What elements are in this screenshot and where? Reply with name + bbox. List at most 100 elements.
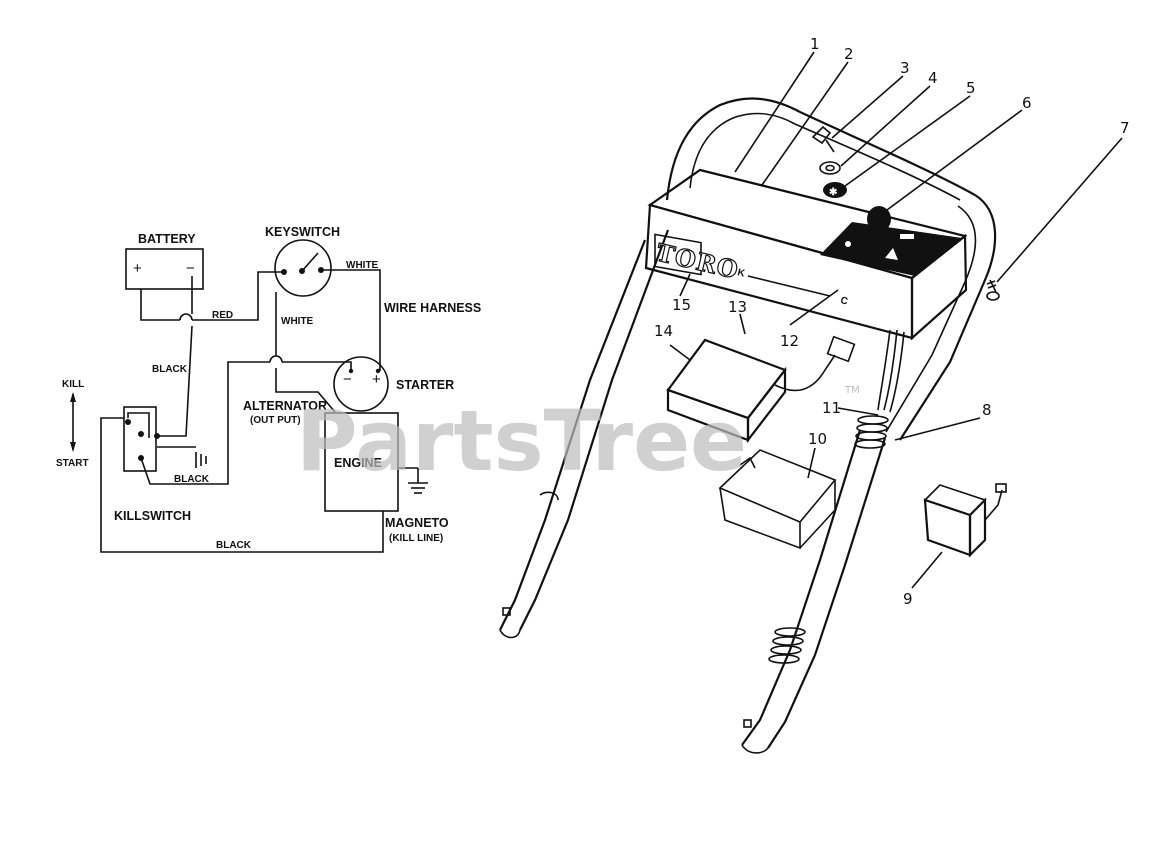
- battery-plus-terminal: +: [133, 260, 142, 277]
- keyswitch-label: KEYSWITCH: [265, 225, 340, 239]
- wire-crossover: [179, 313, 193, 321]
- wire-black-battery: [157, 325, 193, 437]
- handle-loop-outer: [665, 97, 801, 201]
- killswitch-box: [123, 406, 157, 472]
- handle-right-side: [899, 194, 997, 441]
- starter-circle: [333, 356, 389, 412]
- cable-spring-lower: [768, 627, 806, 664]
- decal-mark: [845, 241, 851, 247]
- panel-mark-c: C: [839, 295, 849, 307]
- kill-label: KILL: [62, 379, 84, 390]
- battery-label: BATTERY: [138, 232, 196, 246]
- nut: [819, 161, 841, 175]
- throttle-decal: [820, 222, 962, 276]
- handle-loop-outer: [799, 111, 976, 196]
- callout-7: 7: [1120, 119, 1130, 137]
- wire-white-to-alternator: [275, 368, 336, 413]
- watermark-text: PartsTree: [296, 392, 747, 490]
- wire-white-to-starter: [321, 269, 381, 371]
- starter-label: STARTER: [396, 378, 454, 392]
- callout-12: 12: [780, 332, 799, 350]
- keyswitch-circle: [274, 239, 332, 297]
- battery-pack-cable: [774, 354, 836, 392]
- wire-white-mid-label: WHITE: [281, 316, 314, 327]
- engine-label: ENGINE: [334, 456, 382, 470]
- callout-1: 1: [810, 35, 820, 53]
- throttle-knob: [867, 206, 891, 232]
- killswitch-contact-arm: [127, 412, 150, 438]
- wire-black-left-label: BLACK: [152, 364, 188, 375]
- engine-ground-symbol: [398, 467, 428, 494]
- wire-red-label: RED: [212, 310, 233, 321]
- throttle-arrow-icon: [885, 248, 898, 260]
- wiring-schematic: BATTERY + − KEYSWITCH − + STARTER ENGINE: [56, 225, 481, 553]
- callout-3: 3: [900, 59, 910, 77]
- watermark: PartsTree TM: [296, 385, 860, 490]
- wire-red: [192, 271, 284, 321]
- wire-harness-label: WIRE HARNESS: [384, 301, 481, 315]
- callout-11: 11: [822, 399, 841, 417]
- callout-14: 14: [654, 322, 673, 340]
- wire-white-top-label: WHITE: [346, 260, 379, 271]
- wire-battery-positive: [140, 289, 180, 321]
- star-washer: [823, 182, 847, 198]
- nut-hole: [825, 164, 835, 172]
- callout-2: 2: [844, 45, 854, 63]
- wire-black-kill-line: [100, 417, 384, 553]
- callout-8: 8: [982, 401, 992, 419]
- screw: [986, 279, 1000, 301]
- wire-crossover: [269, 355, 283, 363]
- callout-9: 9: [903, 590, 913, 608]
- charger-module: [923, 483, 1007, 558]
- callout-15: 15: [672, 296, 691, 314]
- wire-harness-bundle: [889, 331, 905, 413]
- starter-plus-terminal: +: [372, 371, 381, 388]
- wire-black-killswitch-starter: [140, 361, 270, 485]
- right-handle-tube: [767, 437, 887, 749]
- cable-spring: [854, 415, 889, 449]
- killswitch-contact: [125, 419, 131, 425]
- right-handle-end: [741, 744, 769, 754]
- killswitch-contact: [138, 431, 144, 437]
- watermark-tm: TM: [844, 385, 860, 396]
- killswitch-label: KILLSWITCH: [114, 509, 191, 523]
- panel-mark-k: K: [736, 267, 746, 280]
- panel-slot: [747, 275, 831, 297]
- wire-black-bottom-label: BLACK: [216, 540, 252, 551]
- start-label: START: [56, 458, 89, 469]
- arrow-down-icon: [70, 442, 76, 452]
- right-handle-hole: [743, 719, 752, 728]
- magneto-sub-label: (KILL LINE): [389, 533, 443, 544]
- engine-box: [324, 412, 399, 512]
- handle-loop-inner: [689, 112, 796, 189]
- washer-star-icon: ✱: [829, 187, 838, 198]
- callout-6: 6: [1022, 94, 1032, 112]
- decal-mark: [900, 234, 914, 239]
- battery-box: [125, 248, 204, 290]
- ignition-key: [811, 125, 835, 153]
- battery-bracket: [718, 449, 837, 550]
- battery-pack: [666, 335, 856, 444]
- starter-minus-terminal: −: [343, 371, 352, 388]
- wire-harness-bundle: [877, 329, 891, 411]
- magneto-label: MAGNETO: [385, 516, 449, 530]
- callout-leaders: [669, 51, 1123, 589]
- alternator-label: ALTERNATOR: [243, 399, 327, 413]
- callout-10: 10: [808, 430, 827, 448]
- right-handle-tube: [741, 429, 862, 746]
- battery-connector: [826, 335, 856, 363]
- callout-4: 4: [928, 69, 938, 87]
- battery-minus-terminal: −: [186, 260, 195, 277]
- alternator-sub-label: (OUT PUT): [250, 415, 301, 426]
- left-handle-joint: [539, 491, 559, 501]
- left-handle-end: [499, 629, 521, 639]
- callout-13: 13: [728, 298, 747, 316]
- arrow-up-icon: [70, 392, 76, 402]
- left-handle-hole: [502, 607, 511, 616]
- callout-5: 5: [966, 79, 976, 97]
- panel-brand-logo: TORO: [654, 238, 742, 285]
- starter-terminal-dot: [375, 368, 381, 374]
- wire-black-starter-minus: [282, 361, 352, 371]
- wire-harness-bundle: [883, 329, 898, 411]
